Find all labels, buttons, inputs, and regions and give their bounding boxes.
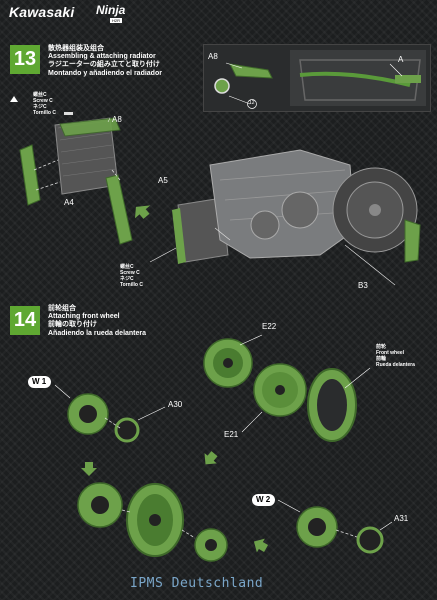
front-wheel-note: 前轮 Front wheel 前輪 Rueda delantera <box>376 344 415 368</box>
radiator-side-part-a4 <box>19 144 41 206</box>
w1-number: 1 <box>41 377 47 386</box>
step-13-number: 13 <box>10 45 40 74</box>
label-a5: A5 <box>158 176 168 185</box>
label-e22: E22 <box>262 322 277 331</box>
arrow-left-icon <box>253 538 269 553</box>
label-inset-a: A <box>398 55 404 64</box>
label-a8: A8 <box>112 115 122 124</box>
front-wheel-ja: 前輪 <box>376 356 387 362</box>
screw-c2-es: Tornillo C <box>120 282 143 288</box>
front-wheel-es: Rueda delantera <box>376 362 415 368</box>
step-14-title-zh: 前轮组合 <box>48 305 76 312</box>
radiator-mounted-side <box>172 208 186 264</box>
label-e21: E21 <box>224 430 239 439</box>
screw-c2-ja: ネジC <box>120 276 134 282</box>
radiator-top-part-a8 <box>59 117 121 137</box>
screw-c-note-2: 螺丝C Screw C ネジC Tornillo C <box>120 264 143 288</box>
front-wheel-en: Front wheel <box>376 350 405 356</box>
screw-c2-en: Screw C <box>120 270 140 276</box>
step-13-title-en: Assembling & attaching radiator <box>48 53 156 61</box>
label-inset-a8: A8 <box>208 52 218 61</box>
engine-cylinder <box>281 191 319 229</box>
part-b3 <box>404 219 421 263</box>
arrow-diagonal-icon <box>204 451 218 465</box>
model-logo: Ninja <box>96 3 126 17</box>
label-a4: A4 <box>64 198 74 207</box>
model-sub-logo: H2R <box>110 18 123 23</box>
label-a30: A30 <box>168 400 183 409</box>
screw-c-zh: 螺丝C <box>33 92 47 98</box>
brand-logo: Kawasaki <box>9 4 75 20</box>
screw-c-es: Tornillo C <box>33 110 56 116</box>
w2-badge: W 2 <box>252 494 276 506</box>
step-14-number: 14 <box>10 306 40 335</box>
inset-frame-lines <box>299 59 421 101</box>
label-b3: B3 <box>358 281 368 290</box>
inset-part-a <box>395 75 421 83</box>
screw-c-note: 螺丝C Screw C ネジC Tornillo C <box>33 92 56 116</box>
front-wheel-zh: 前轮 <box>376 344 387 350</box>
step-14-title: 前轮组合 Attaching front wheel 前輪の取り付け Añadi… <box>48 305 146 338</box>
part-a30 <box>114 417 140 443</box>
screw-c2-zh: 螺丝C <box>120 264 134 270</box>
watermark: IPMS Deutschland <box>130 576 264 591</box>
step-13-title-ja: ラジエーターの組み立てと取り付け <box>48 61 160 69</box>
part-a31 <box>356 526 384 554</box>
screw-c-en: Screw C <box>33 98 53 104</box>
step-14-title-en: Attaching front wheel <box>48 313 120 321</box>
w2-number: 2 <box>265 495 271 504</box>
inset-bolt <box>214 78 230 94</box>
step-13-title: 散热器组装及组合 Assembling & attaching radiator… <box>48 45 162 78</box>
step-13-title-zh: 散热器组装及组合 <box>48 45 104 52</box>
screw-c-icon <box>64 112 73 115</box>
warning-icon <box>10 96 18 102</box>
step-14-title-ja: 前輪の取り付け <box>48 321 97 329</box>
inset-callout-circle <box>247 99 257 109</box>
arrow-down-icon <box>81 462 97 476</box>
screw-c-ja: ネジC <box>33 104 47 110</box>
label-a31: A31 <box>394 514 409 523</box>
arrow-icon <box>134 205 151 219</box>
label-inset-circle: 12 <box>249 100 255 106</box>
w1-badge: W 1 <box>28 376 52 388</box>
step-14-title-es: Añadiendo la rueda delantera <box>48 329 147 337</box>
step-13-title-es: Montando y añadiendo el radiador <box>48 69 162 77</box>
radiator-guard-a5 <box>105 174 133 245</box>
engine-crankcase <box>250 210 280 240</box>
